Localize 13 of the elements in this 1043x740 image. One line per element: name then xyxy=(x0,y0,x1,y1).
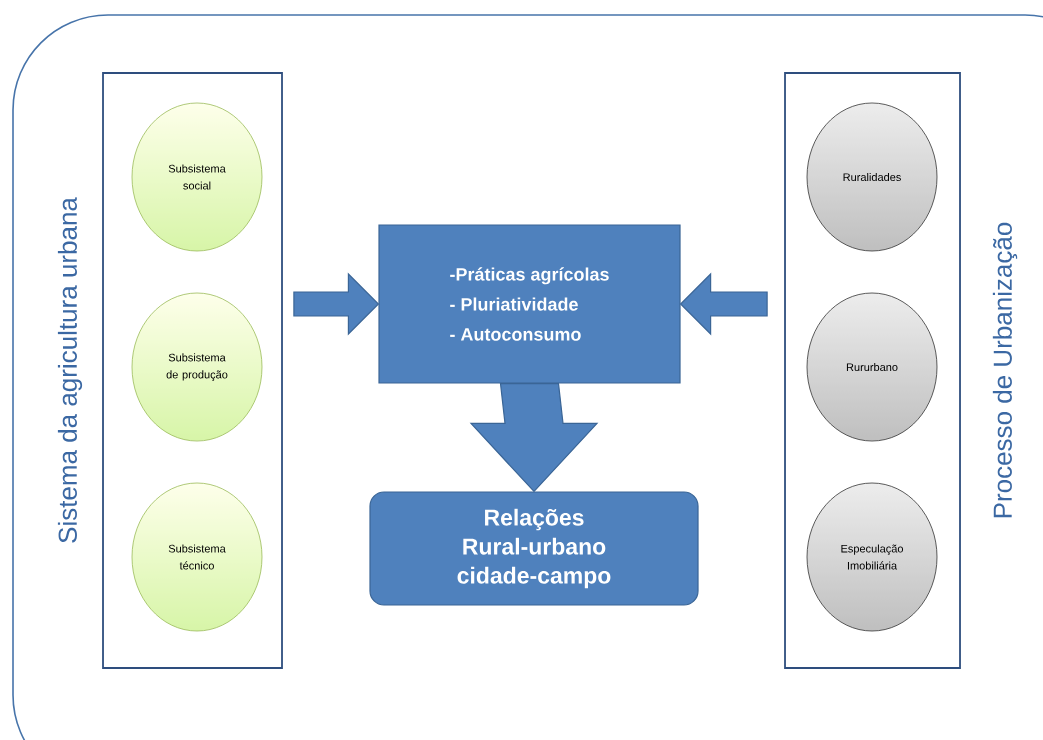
circle-node: Subsistema social xyxy=(131,102,263,252)
list-box: -Práticas agrícolas - Pluriatividade - Autoconsumo xyxy=(378,224,681,384)
circle-node: Especulação Imobiliária xyxy=(806,482,938,632)
vertical-title: Sistema da agricultura urbana xyxy=(57,197,83,543)
block-arrow xyxy=(679,272,768,336)
circle-node: Ruralidades xyxy=(806,102,938,252)
block-arrow xyxy=(293,272,380,336)
circle-node: Rururbano xyxy=(806,292,938,442)
circle-node: Subsistema técnico xyxy=(131,482,263,632)
block-arrow xyxy=(469,383,599,493)
vertical-title: Processo de Urbanização xyxy=(992,222,1018,518)
result-box: Relações Rural-urbano cidade-campo xyxy=(369,491,699,606)
circle-node: Subsistema de produção xyxy=(131,292,263,442)
